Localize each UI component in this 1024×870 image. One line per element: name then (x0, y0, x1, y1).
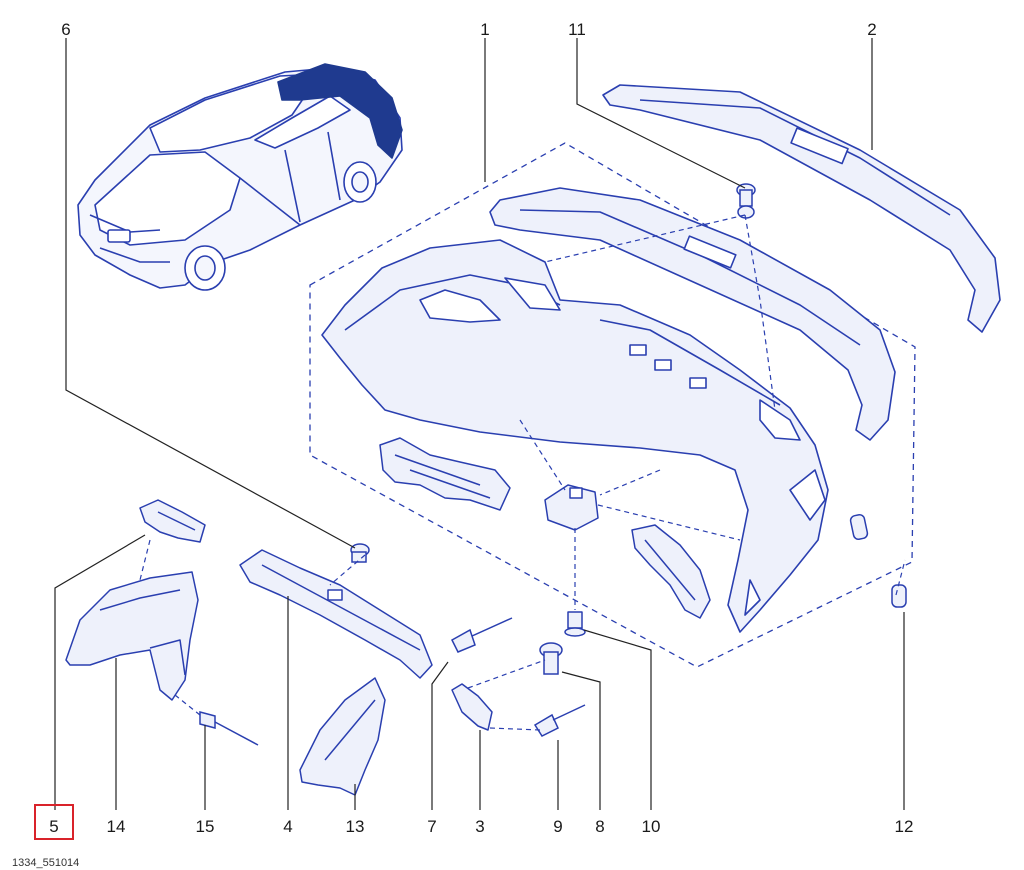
callout-11[interactable]: 11 (568, 20, 586, 39)
callout-14[interactable]: 14 (107, 817, 126, 836)
car-illustration (77, 63, 403, 291)
part-1-bumper (321, 239, 829, 633)
part-5-bracket (139, 499, 206, 543)
callout-9[interactable]: 9 (553, 817, 562, 836)
part-12-plug (849, 513, 907, 608)
callout-1[interactable]: 1 (480, 20, 489, 39)
callout-3[interactable]: 3 (475, 817, 484, 836)
bumper-side-brackets (379, 437, 711, 619)
callout-12[interactable]: 12 (895, 817, 914, 836)
callout-2[interactable]: 2 (867, 20, 876, 39)
part-11-clip (736, 183, 756, 219)
part-13-bracket (299, 677, 386, 796)
assembly-frame (309, 142, 916, 668)
part-15-rivet (199, 711, 259, 746)
part-3-bracket (451, 683, 493, 731)
assembly-dashes (139, 214, 906, 731)
selected-part-marker (34, 804, 74, 840)
part-6-clip (350, 543, 370, 563)
part-7-rivet (451, 617, 513, 653)
part-1-lower-spoiler (489, 187, 896, 441)
part-2-spoiler (602, 84, 1001, 333)
callout-5[interactable]: 5 (49, 817, 58, 836)
diagram-reference-code: 1334_551014 (12, 857, 79, 869)
part-9-rivet (533, 704, 586, 737)
part-8-clip (539, 642, 563, 675)
callout-10[interactable]: 10 (642, 817, 661, 836)
callout-7[interactable]: 7 (427, 817, 436, 836)
part-10-center-bracket (544, 484, 599, 637)
leader-lines (54, 38, 905, 810)
part-4-long-bracket (239, 549, 433, 679)
callout-labels: 6 1 11 2 5 14 15 4 13 7 3 9 8 10 12 (49, 20, 913, 836)
callout-13[interactable]: 13 (346, 817, 365, 836)
callout-8[interactable]: 8 (595, 817, 604, 836)
callout-15[interactable]: 15 (196, 817, 215, 836)
part-14-side-bracket (65, 571, 199, 701)
callout-6[interactable]: 6 (61, 20, 70, 39)
callout-4[interactable]: 4 (283, 817, 292, 836)
